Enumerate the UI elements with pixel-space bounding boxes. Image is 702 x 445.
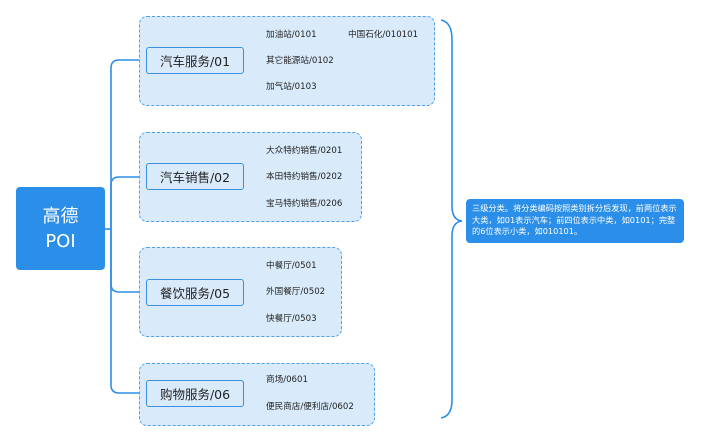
subleaf-node[interactable]: 中国石化/010101 — [348, 30, 419, 40]
summary-brace — [440, 19, 463, 419]
leaf-node[interactable]: 其它能源站/0102 — [266, 56, 334, 66]
category-node-06[interactable]: 购物服务/06 — [146, 380, 244, 407]
category-node-01[interactable]: 汽车服务/01 — [146, 47, 244, 74]
leaf-node[interactable]: 加气站/0103 — [266, 82, 317, 92]
root-branch-02 — [110, 176, 146, 229]
leaf-node[interactable]: 外国餐厅/0502 — [266, 287, 326, 297]
leaf-node[interactable]: 宝马特约销售/0206 — [266, 199, 343, 209]
summary-note-text: 三级分类。将分类编码按照类别拆分后发现，前两位表示大类，如01表示汽车；前四位表… — [472, 203, 677, 236]
category-node-05[interactable]: 餐饮服务/05 — [146, 279, 244, 306]
summary-note[interactable]: 三级分类。将分类编码按照类别拆分后发现，前两位表示大类，如01表示汽车；前四位表… — [466, 199, 684, 243]
leaf-node[interactable]: 大众特约销售/0201 — [266, 146, 343, 156]
leaf-node[interactable]: 便民商店/便利店/0602 — [266, 402, 354, 412]
category-label: 餐饮服务/05 — [159, 286, 231, 301]
root-title: 高德 — [42, 205, 79, 227]
category-label: 购物服务/06 — [159, 387, 231, 402]
root-branch-01 — [110, 59, 146, 229]
category-label: 汽车服务/01 — [159, 54, 231, 69]
root-node[interactable]: 高德 POI — [16, 187, 105, 270]
root-branch-06 — [110, 229, 146, 394]
leaf-node[interactable]: 本田特约销售/0202 — [266, 172, 343, 182]
category-label: 汽车销售/02 — [159, 170, 231, 185]
root-subtitle: POI — [45, 230, 76, 252]
leaf-node[interactable]: 中餐厅/0501 — [266, 261, 317, 271]
leaf-node[interactable]: 商场/0601 — [266, 375, 308, 385]
leaf-node[interactable]: 加油站/0101 — [266, 30, 317, 40]
leaf-node[interactable]: 快餐厅/0503 — [266, 314, 317, 324]
category-node-02[interactable]: 汽车销售/02 — [146, 163, 244, 190]
